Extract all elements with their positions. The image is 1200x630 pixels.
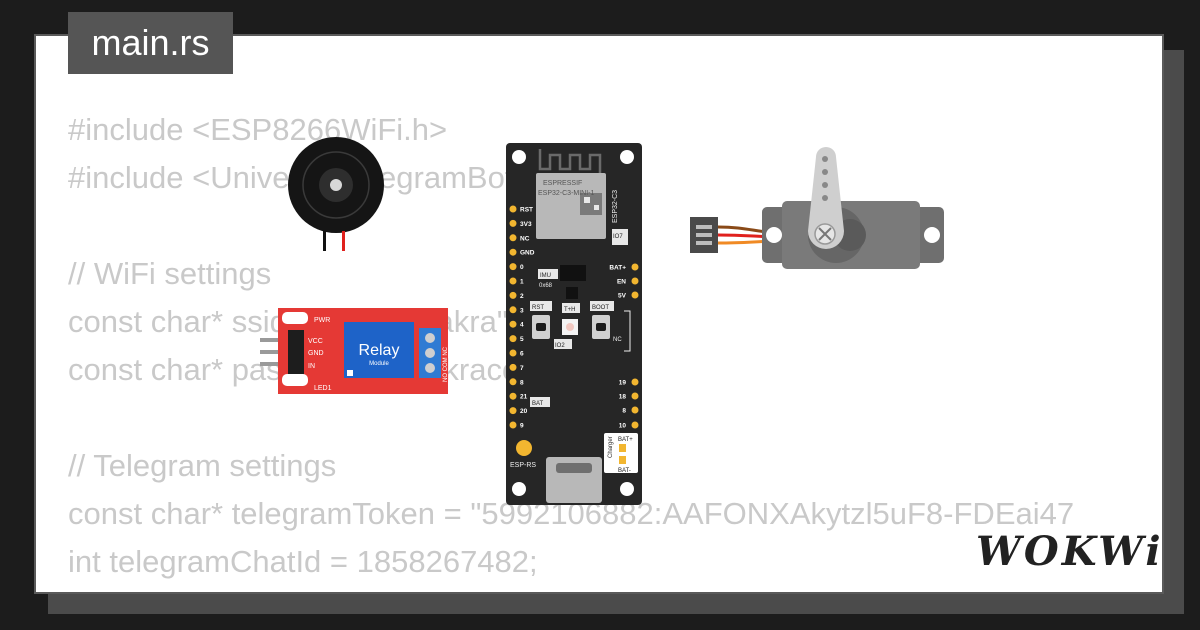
board-pin[interactable] [509, 421, 517, 429]
board-pin-label: 5 [520, 336, 524, 343]
board-pin[interactable] [509, 392, 517, 400]
relay-led-label: LED1 [314, 385, 332, 392]
board-pin[interactable] [509, 407, 517, 415]
module-shield [536, 173, 606, 239]
io2-label: IO2 [555, 343, 565, 349]
board-pin-label: BAT+ [609, 265, 626, 272]
relay-block [344, 322, 414, 378]
wokwi-logo: WOKWi [976, 528, 1164, 575]
module-model: ESP32-C3-MINI-1 [538, 190, 595, 197]
nc-label: NC [613, 337, 622, 343]
th-label: T+H [564, 307, 576, 313]
bat-plus-label: BAT+ [618, 437, 633, 443]
board-pin-label: 3V3 [520, 221, 532, 228]
imu-address: 0x68 [539, 283, 553, 289]
board-pin[interactable] [509, 335, 517, 343]
bat-minus-label: BAT- [618, 468, 631, 474]
bat-label: BAT [532, 401, 544, 407]
board-pin-label: 5V [618, 293, 627, 300]
relay-subtitle: Module [369, 361, 389, 367]
board-pin[interactable] [631, 291, 639, 299]
boot-button-label: BOOT [592, 305, 609, 311]
board-pin[interactable] [509, 234, 517, 242]
board-pin[interactable] [509, 219, 517, 227]
board-pin[interactable] [631, 263, 639, 271]
servo-component[interactable] [688, 145, 946, 270]
board-pin-label: 9 [520, 423, 524, 430]
board-pin-label: EN [617, 279, 626, 286]
esp-rs-logo [516, 440, 532, 456]
board-pin-label: 1 [520, 279, 524, 286]
board-pin[interactable] [509, 349, 517, 357]
board-pin[interactable] [509, 277, 517, 285]
code-line: int telegramChatId = 1858267482; [68, 544, 538, 579]
board-pin-label: 2 [520, 293, 524, 300]
code-line: // Telegram settings [68, 448, 337, 483]
file-tab[interactable]: main.rs [68, 12, 233, 74]
relay-pin-label: IN [308, 363, 315, 370]
board-pin-label: NC [520, 235, 530, 242]
board-pin-label: 4 [520, 322, 524, 329]
relay-pin-label: VCC [308, 338, 323, 345]
code-line: const char* telegramToken = "5992106882:… [68, 496, 1075, 531]
imu-label: IMU [540, 273, 551, 279]
board-pin[interactable] [509, 378, 517, 386]
relay-title: Relay [359, 342, 400, 359]
board-pin[interactable] [509, 291, 517, 299]
board-pin[interactable] [509, 205, 517, 213]
board-pin-label: 7 [520, 365, 524, 372]
board-pin-label: 21 [520, 394, 528, 401]
relay-pin-label: GND [308, 350, 324, 357]
board-pin[interactable] [631, 406, 639, 414]
board-pin[interactable] [631, 277, 639, 285]
esp32-c3-board-component[interactable]: ESPRESSIF ESP32-C3-MINI-1 ESP32-C3 IO7 I… [506, 143, 642, 505]
board-pin[interactable] [509, 263, 517, 271]
board-logo-label: ESP-RS [510, 462, 536, 469]
io7-label: IO7 [613, 234, 623, 240]
board-pin-label: 18 [619, 394, 627, 401]
board-pin[interactable] [631, 421, 639, 429]
board-pin-label: 19 [619, 380, 627, 387]
board-pin[interactable] [509, 363, 517, 371]
charger-label: Charger [608, 436, 614, 458]
module-vendor: ESPRESSIF [543, 180, 582, 187]
board-pin-label: RST [520, 207, 533, 214]
board-pin-label: 20 [520, 408, 528, 415]
board-pin-label: GND [520, 250, 535, 257]
board-pin-label: 6 [520, 351, 524, 358]
buzzer-component[interactable] [286, 135, 386, 255]
board-pin[interactable] [631, 378, 639, 386]
right-pin-header: BAT+ EN 5V 19 18 8 10 [609, 263, 639, 430]
rst-button-label: RST [532, 305, 544, 311]
board-pin-label: 3 [520, 307, 524, 314]
board-pin-label: 10 [619, 423, 627, 430]
relay-pwr-label: PWR [314, 317, 330, 324]
board-pin[interactable] [509, 320, 517, 328]
code-line: // WiFi settings [68, 256, 272, 291]
board-side-label: ESP32-C3 [612, 190, 619, 223]
board-pin[interactable] [509, 248, 517, 256]
relay-module-component[interactable]: PWR LED1 VCC GND IN Relay Module NO COM … [252, 302, 452, 400]
board-pin[interactable] [509, 306, 517, 314]
board-pin-label: 0 [520, 264, 524, 271]
board-pin-label: 8 [520, 379, 524, 386]
board-pin-label: 8 [622, 408, 626, 415]
relay-terminal-label: NO COM NC [443, 346, 449, 382]
board-pin[interactable] [631, 392, 639, 400]
